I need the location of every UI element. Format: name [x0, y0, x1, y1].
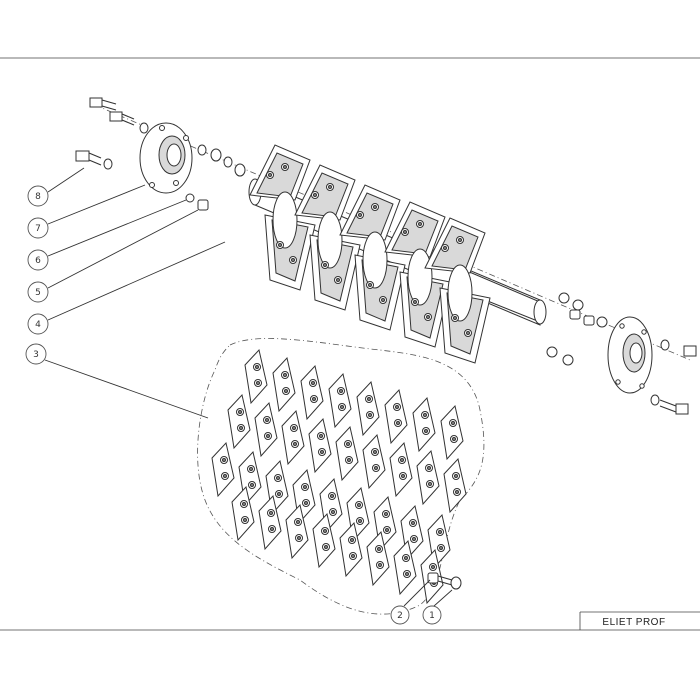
right-nuts-washers — [546, 292, 608, 366]
blade — [440, 404, 464, 461]
rotor-blade-disc — [249, 144, 316, 291]
blade — [416, 449, 440, 506]
blade — [346, 486, 370, 543]
right-bolts — [650, 339, 697, 415]
blade — [281, 409, 305, 466]
blade — [258, 494, 282, 551]
callout-1: 1 — [422, 589, 453, 625]
callout-7: 7 — [27, 184, 146, 239]
callout-3: 3 — [25, 343, 209, 419]
blade-set — [211, 348, 467, 605]
blade — [227, 393, 251, 450]
callout-number-1: 1 — [429, 611, 435, 621]
callout-4: 4 — [27, 241, 226, 335]
title-block-label: ELIET PROF — [602, 617, 665, 628]
rotor-blade-disc — [294, 164, 361, 311]
blade — [393, 539, 417, 596]
blade — [339, 521, 363, 578]
title-block: ELIET PROF — [579, 611, 700, 630]
callout-number-3: 3 — [33, 350, 39, 360]
right-bearing-flange — [607, 316, 653, 394]
blade — [244, 348, 268, 405]
blade — [211, 441, 235, 498]
blade — [328, 372, 352, 429]
left-lower-bolt — [75, 150, 113, 170]
blade — [356, 380, 380, 437]
rotor-blade-assembly — [249, 144, 491, 364]
callout-5: 5 — [27, 209, 199, 303]
callout-number-6: 6 — [35, 256, 41, 266]
blade — [389, 441, 413, 498]
blade-set-boundary — [197, 338, 485, 615]
left-upper-bolts — [89, 97, 149, 134]
blade — [254, 401, 278, 458]
callout-number-4: 4 — [35, 320, 41, 330]
rotor-blade-disc — [384, 201, 451, 348]
blade — [300, 364, 324, 421]
blade — [308, 417, 332, 474]
left-nuts-washers — [185, 144, 246, 211]
callout-number-2: 2 — [397, 611, 403, 621]
blade — [312, 512, 336, 569]
blade — [366, 530, 390, 587]
callout-2: 2 — [390, 579, 431, 625]
blade — [272, 356, 296, 413]
blade — [335, 425, 359, 482]
callout-6: 6 — [27, 199, 187, 271]
shaft-axis — [94, 104, 691, 361]
rotor-blade-disc — [424, 217, 491, 364]
blade — [412, 396, 436, 453]
blade — [384, 388, 408, 445]
drawing-border — [0, 57, 700, 631]
blade — [362, 433, 386, 490]
callout-number-8: 8 — [35, 192, 41, 202]
blade — [285, 503, 309, 560]
left-bearing-flange — [139, 122, 193, 194]
rotor-blade-disc — [339, 184, 406, 331]
callout-number-5: 5 — [35, 288, 41, 298]
callout-8: 8 — [27, 167, 85, 207]
spare-bolt-and-nut — [427, 572, 462, 590]
blade — [443, 457, 467, 514]
blade — [231, 485, 255, 542]
callout-number-7: 7 — [35, 224, 41, 234]
